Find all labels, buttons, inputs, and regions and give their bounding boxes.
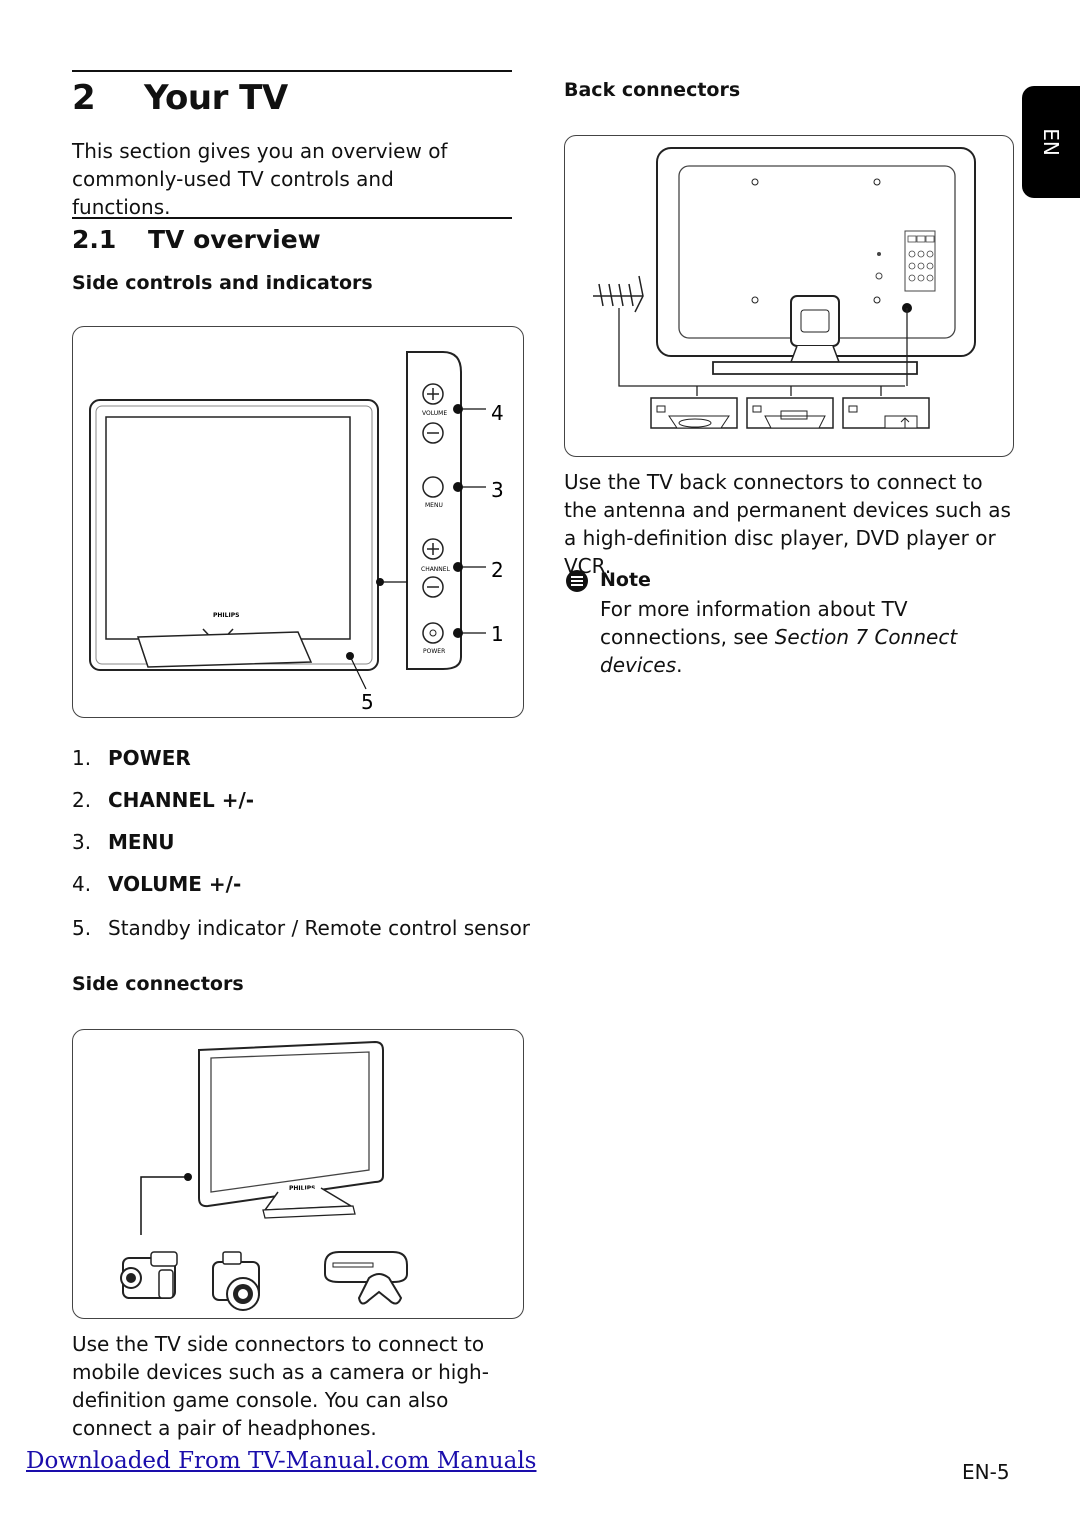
game-console-icon [324, 1251, 408, 1305]
chapter-title: 2 Your TV [72, 78, 288, 118]
section-title: 2.1 TV overview [72, 225, 321, 254]
menu-label: MENU [425, 502, 443, 509]
tv-side-connectors-drawing: PHILIPS [120, 1040, 408, 1311]
list-item: 5.Standby indicator / Remote control sen… [72, 916, 531, 940]
antenna-icon [593, 275, 644, 313]
camera-icon [212, 1251, 260, 1311]
page-number: EN-5 [962, 1460, 1010, 1484]
note-icon [566, 570, 588, 592]
tv-side-controls-drawing: PHILIPS VOLUME MENU CHANNEL POWER 4 [89, 351, 504, 714]
volume-label: VOLUME [422, 410, 447, 417]
callout-3: 3 [491, 478, 504, 502]
disc-player-icon [650, 397, 738, 429]
back-connectors-text: Use the TV back connectors to connect to… [564, 470, 1011, 578]
back-connectors-heading: Back connectors [564, 79, 741, 101]
dvd-player-icon [746, 397, 834, 429]
side-controls-illustration: PHILIPS VOLUME MENU CHANNEL POWER 4 [72, 326, 524, 718]
side-connectors-heading: Side connectors [72, 973, 244, 995]
side-connectors-text: Use the TV side connectors to connect to… [72, 1332, 489, 1440]
callout-5: 5 [361, 690, 374, 714]
list-item: 1.POWER [72, 746, 191, 770]
language-tab-label: EN [1039, 128, 1063, 156]
callout-4: 4 [491, 401, 504, 425]
list-item: 2.CHANNEL +/- [72, 788, 255, 812]
tv-brand: PHILIPS [213, 612, 239, 619]
channel-label: CHANNEL [421, 566, 451, 573]
chapter-top-rule [72, 70, 512, 72]
vcr-icon [842, 397, 930, 429]
side-controls-heading: Side controls and indicators [72, 272, 373, 294]
controls-list: 1.POWER 2.CHANNEL +/- 3.MENU 4.VOLUME +/… [72, 746, 530, 946]
section-number: 2.1 [72, 225, 117, 254]
note-text: For more information about TV connection… [600, 597, 958, 677]
note-text-prefix: For more information about TV connection… [600, 597, 908, 649]
language-tab: EN [1022, 86, 1080, 198]
list-item: 3.MENU [72, 830, 175, 854]
download-source-link[interactable]: Downloaded From TV-Manual.com Manuals [26, 1448, 537, 1474]
note-section-reference: Section 7 Connect devices [600, 625, 958, 677]
side-connectors-illustration: PHILIPS [72, 1029, 524, 1319]
power-label: POWER [423, 648, 445, 655]
tv-back-connectors-drawing [593, 147, 976, 429]
tv-brand-small: PHILIPS [289, 1185, 315, 1192]
intro-paragraph: This section gives you an overview of co… [72, 139, 448, 219]
back-connectors-illustration [564, 135, 1014, 457]
note-title: Note [600, 569, 651, 591]
camcorder-icon [120, 1251, 178, 1299]
section-top-rule [72, 217, 512, 219]
callout-1: 1 [491, 622, 504, 646]
callout-2: 2 [491, 558, 504, 582]
section-title-text: TV overview [148, 225, 321, 254]
chapter-title-text: Your TV [144, 78, 288, 118]
chapter-number: 2 [72, 78, 96, 118]
list-item: 4.VOLUME +/- [72, 872, 242, 896]
